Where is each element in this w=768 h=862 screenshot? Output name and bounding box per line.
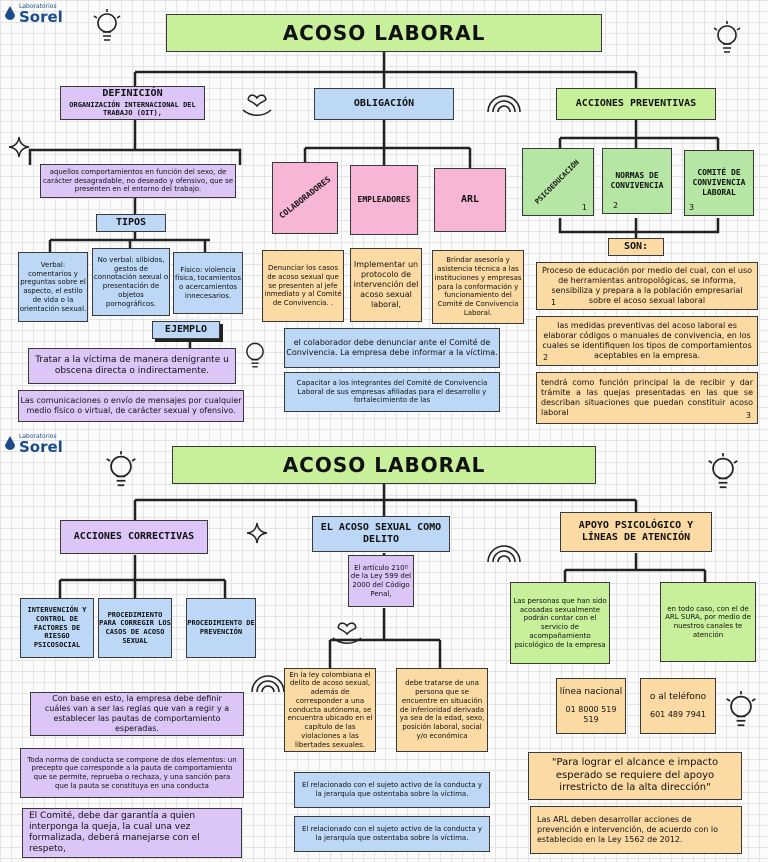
tipo-no-verbal: No verbal: silbidos, gestos de connotaci…: [92, 248, 170, 316]
ejemplo-1: Tratar a la víctima de manera denigrante…: [28, 348, 236, 384]
preventiva-detail-3-num: 3: [745, 411, 751, 420]
tipos-heading: TIPOS: [96, 214, 166, 232]
logo-small-text: Laboratorios: [19, 3, 57, 10]
page-title-1: ACOSO LABORAL: [166, 14, 602, 52]
preventiva-detail-3-text: tendrá como función principal la de reci…: [541, 378, 753, 417]
linea-nacional-label: línea nacional: [559, 687, 623, 698]
preventiva-detail-2: las medidas preventivas del acoso labora…: [536, 316, 758, 366]
logo-small-text: Laboratorios: [19, 433, 57, 440]
normas-num: 2: [613, 201, 619, 210]
lightbulb-icon: [708, 453, 738, 489]
apoyo-arl-note: Las ARL deben desarrollar acciones de pr…: [530, 806, 742, 854]
definition-box: DEFINICIÓN ORGANIZACIÓN INTERNACIONAL DE…: [60, 86, 205, 120]
logo-drop-icon: [5, 5, 15, 20]
page-title-2: ACOSO LABORAL: [172, 446, 596, 484]
preventiva-detail-3: tendrá como función principal la de reci…: [536, 372, 758, 424]
psicoeducacion-num: 1: [581, 203, 587, 212]
lightbulb-icon: [106, 451, 136, 487]
delito-note-2: El relacionado con el sujeto activo de l…: [294, 816, 490, 852]
comite-num: 3: [689, 203, 695, 212]
rainbow-icon: [251, 675, 285, 693]
empleadores-text: Implementar un protocolo de intervención…: [350, 248, 422, 322]
arl-text: Brindar asesoría y asistencia técnica a …: [432, 250, 524, 324]
son-heading: SON:: [608, 238, 664, 256]
ejemplo-heading: EJEMPLO: [152, 321, 220, 339]
lightbulb-icon: [713, 21, 741, 53]
preventiva-detail-1-num: 1: [551, 298, 557, 307]
lightbulb-icon: [93, 9, 121, 41]
lightbulb-icon: [726, 691, 756, 727]
sparkle-icon: [8, 136, 30, 158]
correctiva-item-2: PROCEDIMIENTO PARA CORREGIR LOS CASOS DE…: [98, 598, 172, 658]
colaborador-note: el colaborador debe denunciar ante el Co…: [284, 328, 500, 368]
correctiva-item-3: PROCEDIMIENTO DE PREVENCIÓN: [186, 598, 256, 658]
logo-big-text: Sorel: [19, 437, 63, 456]
preventiva-detail-1-text: Proceso de educación por medio del cual,…: [541, 266, 753, 305]
delito-articulo: El artículo 210º de la Ley 599 del 2000 …: [348, 555, 414, 607]
definition-source: ORGANIZACIÓN INTERNACIONAL DEL TRABAJO (…: [69, 100, 196, 118]
ejemplo-2: Las comunicaciones o envío de mensajes p…: [18, 390, 244, 422]
psicoeducacion-box: PSICOEDUCACIÓN 1: [522, 148, 594, 216]
linea-nacional-number: 01 8000 519 519: [565, 704, 617, 724]
definition-text: aquellos comportamientos en función del …: [40, 164, 236, 198]
correctivas-norma: Toda norma de conducta se compone de dos…: [20, 748, 244, 798]
delito-tratarse: debe tratarse de una persona que se encu…: [396, 668, 488, 752]
comite-label: COMITÉ DE CONVIVENCIA LABORAL: [692, 168, 746, 197]
heart-hand-icon: [242, 94, 272, 116]
arl-box: ARL: [434, 168, 506, 232]
delito-note-1: El relacionado con el sujeto activo de l…: [294, 772, 490, 808]
psicoeducacion-label: PSICOEDUCACIÓN: [534, 158, 582, 206]
sparkle-icon: [246, 522, 268, 544]
correctivas-heading: ACCIONES CORRECTIVAS: [60, 520, 208, 554]
linea-nacional-box: línea nacional 01 8000 519 519: [556, 678, 626, 734]
apoyo-arl-sura: en todo caso, con el de ARL SURA, por me…: [660, 582, 756, 662]
colaboradores-box: COLABORADORES: [272, 162, 338, 234]
delito-ley: En la ley colombiana el delito de acoso …: [284, 668, 376, 752]
colaboradores-text: Denunciar los casos de acoso sexual que …: [262, 250, 344, 322]
colaboradores-label: COLABORADORES: [277, 174, 333, 221]
lightbulb-icon: [246, 342, 264, 368]
preventiva-detail-2-text: las medidas preventivas del acoso labora…: [542, 321, 752, 360]
apoyo-personas: Las personas que han sido acosadas sexua…: [510, 582, 610, 664]
tipo-fisico: Físico: violencia física, tocamientos o …: [173, 252, 243, 314]
empleadores-note: Capacitar a los integrantes del Comité d…: [284, 372, 500, 412]
obligacion-heading: OBLIGACIÓN: [314, 88, 454, 120]
apoyo-quote: "Para lograr el alcance e impacto espera…: [528, 752, 742, 800]
rainbow-icon: [487, 545, 521, 563]
apoyo-heading: APOYO PSICOLÓGICO Y LÍNEAS DE ATENCIÓN: [560, 512, 712, 552]
logo-big-text: Sorel: [19, 7, 63, 26]
preventivas-heading: ACCIONES PREVENTIVAS: [556, 88, 716, 120]
telefono-box: o al teléfono 601 489 7941: [640, 678, 716, 734]
correctivas-comite: El Comité, debe dar garantía a quien int…: [22, 808, 242, 858]
definition-heading: DEFINICIÓN: [102, 88, 163, 99]
tipo-verbal: Verbal: comentarios y preguntas sobre el…: [18, 252, 88, 322]
logo-drop-icon: [5, 435, 15, 450]
delito-heading: EL ACOSO SEXUAL COMO DELITO: [312, 516, 450, 552]
preventiva-detail-1: Proceso de educación por medio del cual,…: [536, 262, 758, 310]
telefono-number: 601 489 7941: [650, 709, 706, 719]
normas-label: NORMAS DE CONVIVENCIA: [610, 171, 664, 190]
correctiva-item-1: INTERVENCIÓN Y CONTROL DE FACTORES DE RI…: [20, 598, 94, 658]
normas-box: NORMAS DE CONVIVENCIA 2: [602, 148, 672, 214]
correctivas-base: Con base en esto, la empresa debe defini…: [30, 692, 244, 736]
telefono-label: o al teléfono: [649, 692, 707, 703]
empleadores-box: EMPLEADORES: [350, 165, 418, 235]
heart-hand-icon: [332, 622, 362, 644]
preventiva-detail-2-num: 2: [543, 353, 549, 362]
rainbow-icon: [487, 95, 521, 113]
comite-box: COMITÉ DE CONVIVENCIA LABORAL 3: [684, 150, 754, 216]
